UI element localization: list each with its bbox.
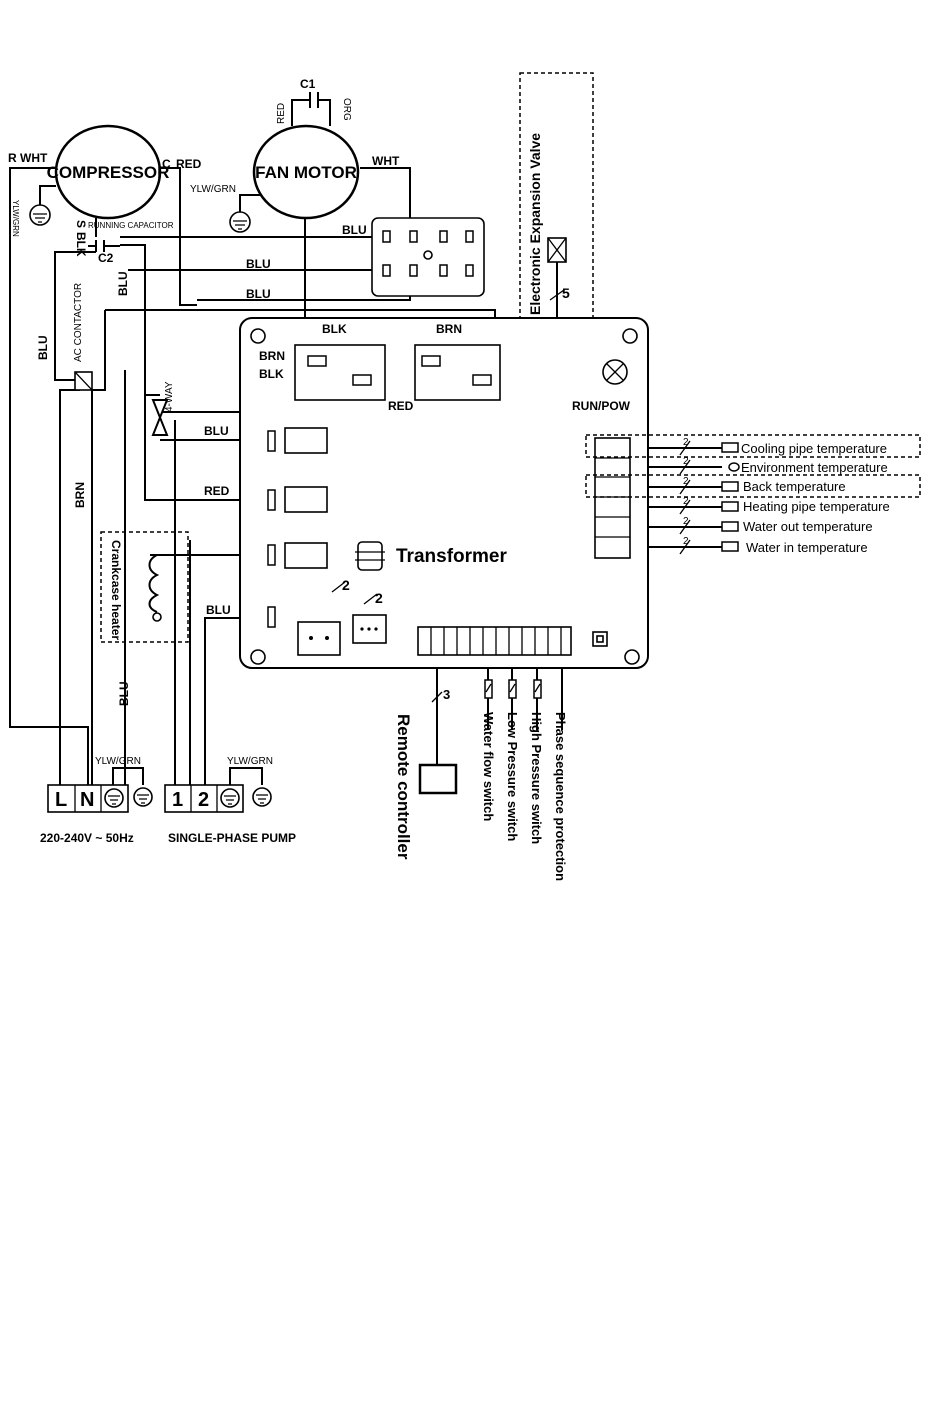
eev-count-label: 5 <box>562 285 570 301</box>
brn-trunk-label: BRN <box>73 482 87 508</box>
sensor-heating-pipe: Heating pipe temperature <box>721 499 890 514</box>
output-relays: BLU RED BLU <box>204 424 328 628</box>
sensor-cooling-pipe: Cooling pipe temperature <box>721 441 887 456</box>
terminal-2-label: 2 <box>198 789 209 811</box>
sensor-environment-label: Environment temperature <box>741 460 888 475</box>
pump-terminal-block: 1 2 YLW/GRN SINGLE-PHASE PUMP <box>164 756 296 845</box>
wire-s-blk-label: BLK <box>74 232 88 257</box>
remote-controller-count: 3 <box>443 687 450 702</box>
four-way-valve: 4-WAY <box>151 381 175 436</box>
sensor-water-in: Water in temperature <box>721 540 868 555</box>
relay-blu-label-1: BLU <box>204 424 229 438</box>
compressor-ground-icon <box>29 204 51 226</box>
sensor-back-label: Back temperature <box>743 479 846 494</box>
sensor-count-2: 2 <box>683 456 689 467</box>
switch-connector-strip <box>417 626 608 656</box>
low-pressure-switch-label: Low Pressure switch <box>505 712 520 841</box>
transformer-count-2: 2 <box>375 590 383 606</box>
sensor-count-5: 2 <box>683 516 689 527</box>
sensor-water-in-label: Water in temperature <box>746 540 868 555</box>
power-terminal-block: L N YLW/GRN 220-240V ~ 50Hz <box>40 756 141 845</box>
sensor-cooling-pipe-label: Cooling pipe temperature <box>741 441 887 456</box>
relay1-blk-label: BLK <box>322 322 347 336</box>
relay-2: BRN RED <box>388 322 501 413</box>
run-pow-label: RUN/POW <box>572 399 631 413</box>
c1-red-label: RED <box>276 103 287 124</box>
sensor-back: Back temperature <box>721 479 846 494</box>
sensor-water-out-label: Water out temperature <box>743 519 873 534</box>
transformer-count-1: 2 <box>342 577 350 593</box>
sensor-connector-strip: 2 2 2 2 2 2 <box>585 434 921 559</box>
terminal-n-label: N <box>80 789 94 811</box>
c1-org-label: ORG <box>341 98 352 121</box>
contactor-blu-label: BLU <box>36 335 50 360</box>
water-flow-switch-label: Water flow switch <box>481 712 496 821</box>
running-capacitor: RUNNING CAPACITOR C2 <box>88 221 174 265</box>
relay-red-label: RED <box>204 484 230 498</box>
compressor-label: COMPRESSOR <box>47 163 170 182</box>
pump-ground-icon <box>252 787 272 807</box>
wire-r-wht-label: WHT <box>20 151 48 165</box>
fan-motor: FAN MOTOR WHT YLW/GRN C1 RED ORG <box>190 77 400 220</box>
fan-motor-ground-label: YLW/GRN <box>190 184 236 195</box>
crankcase-heater-label: Crankcase heater <box>109 540 123 640</box>
sensor-count-3: 2 <box>683 476 689 487</box>
eev-label: Electronic Expansion Valve <box>527 133 543 315</box>
compressor-ground-label: YLW/GRN <box>11 200 20 237</box>
contactor-blu2-label: BLU <box>116 271 130 296</box>
running-capacitor-label: RUNNING CAPACITOR <box>88 221 174 230</box>
compressor: COMPRESSOR R WHT C RED S BLK YLW/GRN <box>8 124 202 257</box>
phase-sequence-protection-label: Phase sequence protection <box>553 712 568 881</box>
remote-controller: 3 Remote controller <box>394 687 458 860</box>
blu-label-3: BLU <box>246 287 271 301</box>
trunk-labels: BRN BLU <box>73 482 131 706</box>
switches: Water flow switch Low Pressure switch Hi… <box>481 679 568 881</box>
run-pow-indicator: RUN/POW <box>572 359 631 413</box>
power-supply-label: 220-240V ~ 50Hz <box>40 831 134 845</box>
sensor-environment: Environment temperature <box>728 460 888 475</box>
main-control-board <box>239 317 649 669</box>
fan-motor-wht-label: WHT <box>372 154 400 168</box>
relay1-brn-label: BRN <box>259 349 285 363</box>
sensor-count-6: 2 <box>683 536 689 547</box>
relay-blu-label-2: BLU <box>206 603 231 617</box>
blu-trunk-label: BLU <box>117 681 131 706</box>
transformer: Transformer 2 2 <box>297 541 507 656</box>
fan-motor-label: FAN MOTOR <box>255 163 357 182</box>
pin-c-label: C <box>162 157 171 171</box>
four-way-label: 4-WAY <box>164 381 175 412</box>
sensor-water-out: Water out temperature <box>721 519 873 534</box>
sensor-count-4: 2 <box>683 496 689 507</box>
pump-label: SINGLE-PHASE PUMP <box>168 831 296 845</box>
power-ground-label: YLW/GRN <box>95 756 141 767</box>
c2-label: C2 <box>98 251 114 265</box>
terminal-l-label: L <box>55 789 67 811</box>
crankcase-heater: Crankcase heater <box>100 531 189 643</box>
blu-label-1: BLU <box>342 223 367 237</box>
terminal-1-label: 1 <box>172 789 183 811</box>
blu-label-2: BLU <box>246 257 271 271</box>
sensor-heating-pipe-label: Heating pipe temperature <box>743 499 890 514</box>
pin-s-label: S <box>74 220 88 228</box>
ac-contactor-label: AC CONTACTOR <box>73 283 84 362</box>
c1-label: C1 <box>300 77 316 91</box>
pump-ground-label: YLW/GRN <box>227 756 273 767</box>
relay2-red-label: RED <box>388 399 414 413</box>
wire-c-red-label: RED <box>176 157 202 171</box>
pin-r-label: R <box>8 151 17 165</box>
sensor-count-1: 2 <box>683 437 689 448</box>
transformer-label: Transformer <box>396 546 507 567</box>
high-pressure-switch-label: High Pressure switch <box>529 712 544 844</box>
relay1-blk2-label: BLK <box>259 367 284 381</box>
remote-controller-label: Remote controller <box>394 714 413 860</box>
relay-1: BLK BRN BLK <box>259 322 386 401</box>
fan-speed-terminal-block: BLU BLU BLU <box>246 217 485 301</box>
relay2-brn-label: BRN <box>436 322 462 336</box>
fan-motor-ground-icon <box>229 211 251 233</box>
ac-contactor: AC CONTACTOR BLU BLU <box>36 271 130 391</box>
power-ground-icon <box>133 787 153 807</box>
